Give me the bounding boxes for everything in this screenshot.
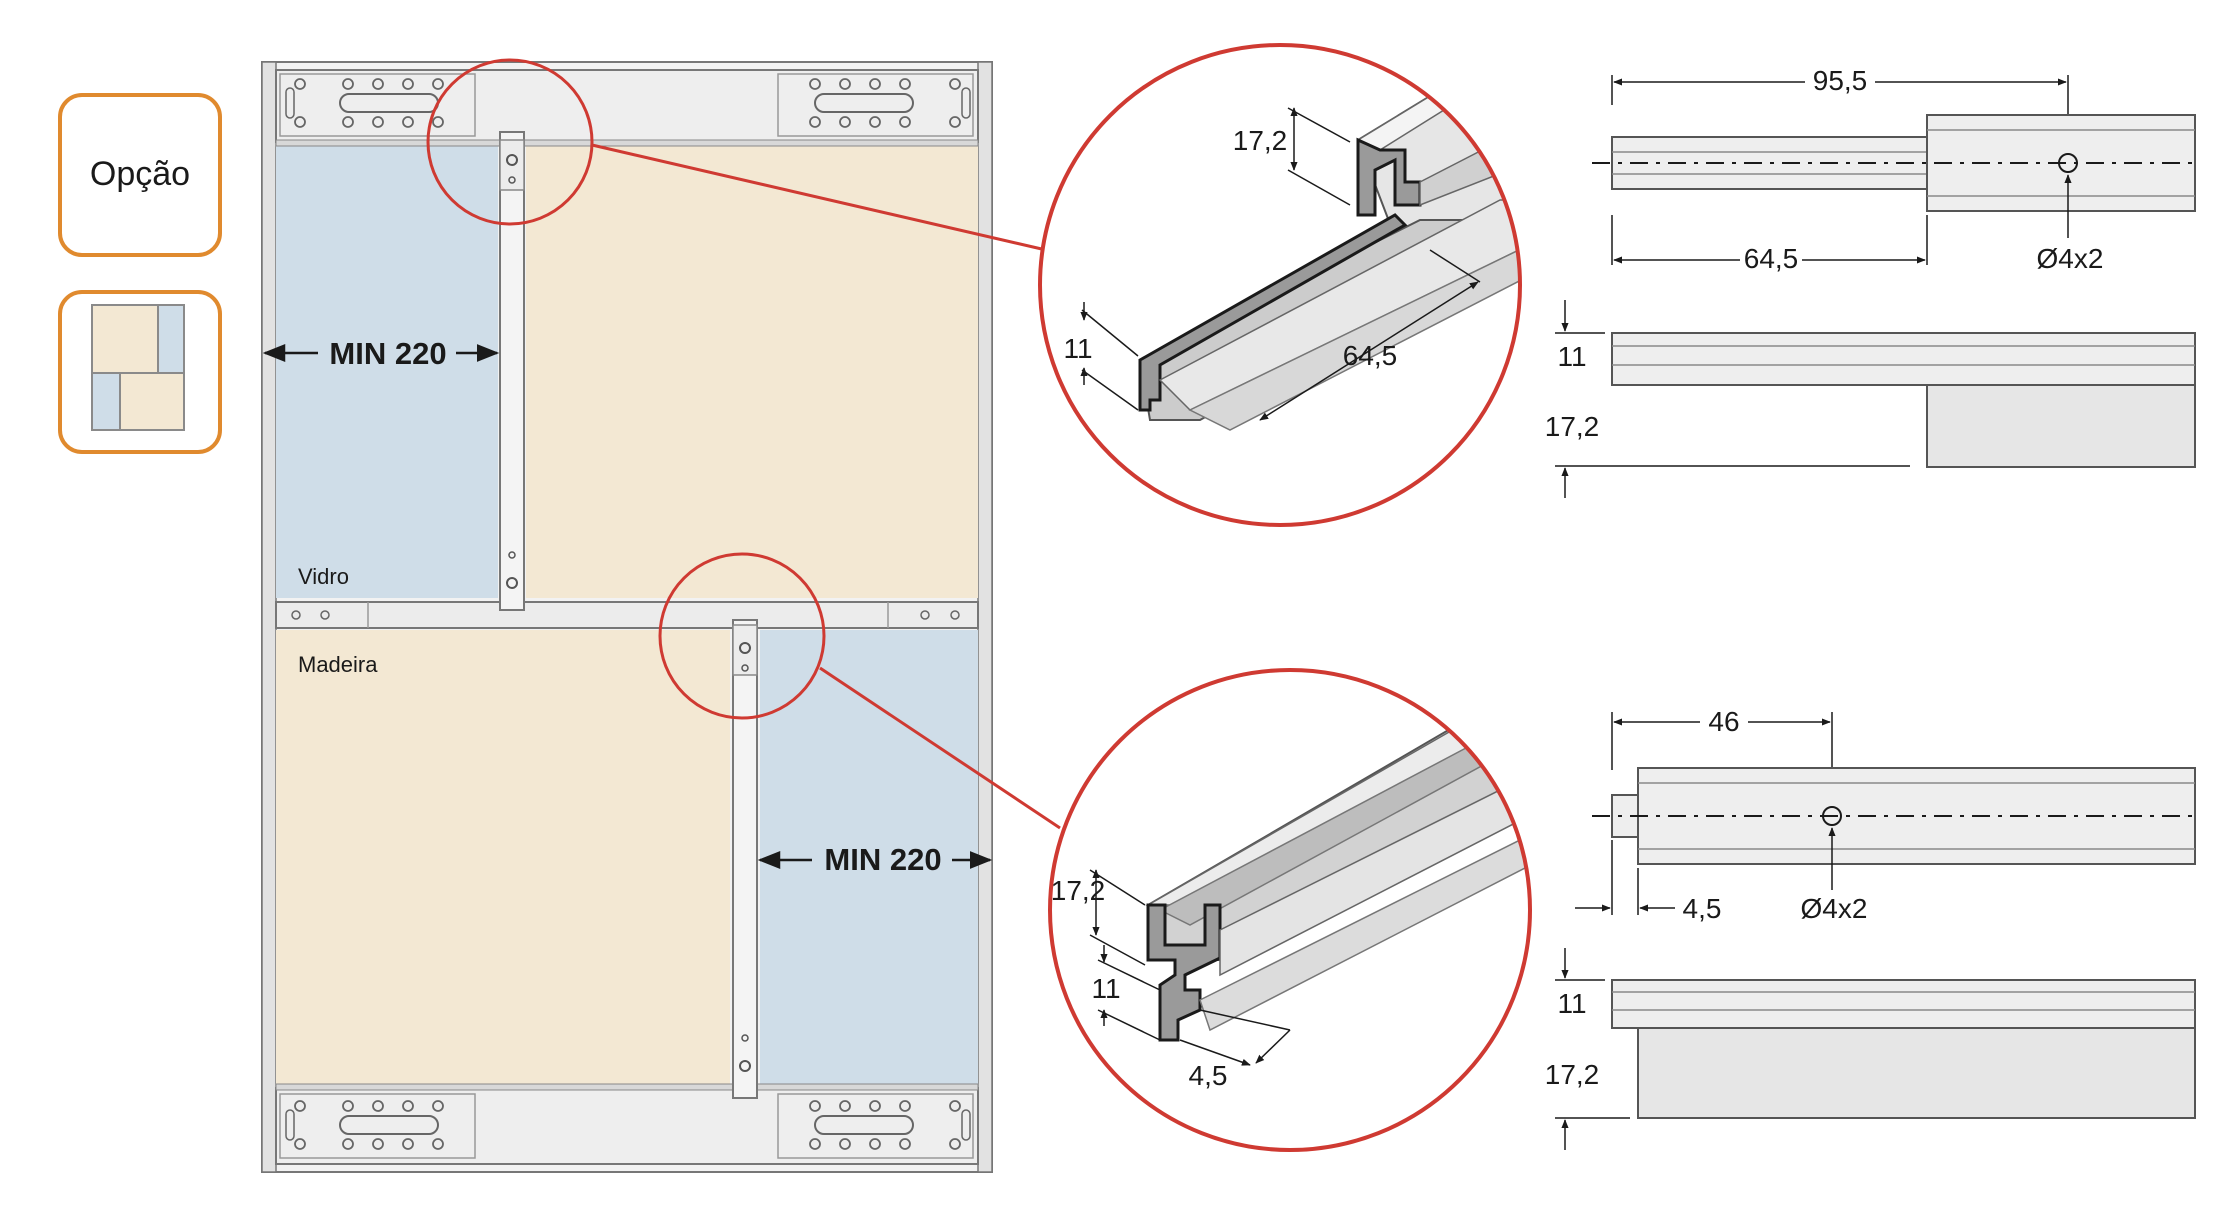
- drawing-top: 95,5 64,5 Ø4x2 11 17,2: [1545, 65, 2198, 498]
- drawing-top-inner-label: 64,5: [1744, 243, 1799, 274]
- detail-bottom-base-label: 11: [1091, 973, 1120, 1004]
- drawing-bottom-offset-label: 4,5: [1683, 893, 1722, 924]
- callout-bottom: [658, 552, 1061, 830]
- door-frame: [261, 61, 993, 1173]
- glass-label: Vidro: [298, 564, 349, 589]
- mullion-bottom: [732, 619, 758, 1099]
- drawing-top-side-height-label: 17,2: [1545, 411, 1600, 442]
- middle-rail: [275, 601, 979, 629]
- detail-top-base-label: 11: [1063, 333, 1092, 364]
- glass-panel-bottom: [760, 630, 978, 1086]
- callout-top: [426, 58, 1047, 252]
- drawing-bottom-side-base-label: 11: [1557, 988, 1586, 1019]
- wood-label: Madeira: [298, 652, 378, 677]
- min-gap-bottom-label: MIN 220: [824, 842, 941, 877]
- wood-panel-bottom: [276, 630, 730, 1086]
- drawing-top-hole-label: Ø4x2: [2037, 243, 2104, 274]
- drawing-bottom: 46 4,5 Ø4x2 11 17,2: [1545, 706, 2198, 1150]
- top-rail: [275, 69, 979, 143]
- wood-panel-top: [526, 145, 978, 598]
- detail-top-height-label: 17,2: [1233, 125, 1288, 156]
- drawing-bottom-side-height-label: 17,2: [1545, 1059, 1600, 1090]
- detail-bottom-offset-label: 4,5: [1189, 1060, 1228, 1091]
- detail-top-length-label: 64,5: [1343, 340, 1398, 371]
- option-label: Opção: [90, 155, 190, 193]
- min-gap-top-label: MIN 220: [329, 336, 446, 371]
- drawing-top-overall-label: 95,5: [1813, 65, 1868, 96]
- mullion-top: [499, 131, 525, 611]
- layout-thumbnail: [58, 290, 222, 454]
- glass-panel-top: [276, 145, 498, 598]
- drawing-bottom-hole-label: Ø4x2: [1801, 893, 1868, 924]
- option-box: Opção: [58, 93, 222, 257]
- detail-bottom-height-label: 17,2: [1051, 875, 1106, 906]
- detail-circle-top: [1038, 43, 1522, 527]
- detail-circle-bottom: [1048, 668, 1532, 1152]
- bottom-rail: [275, 1087, 979, 1165]
- drawing-top-side-base-label: 11: [1557, 341, 1586, 372]
- drawing-bottom-overall-label: 46: [1708, 706, 1739, 737]
